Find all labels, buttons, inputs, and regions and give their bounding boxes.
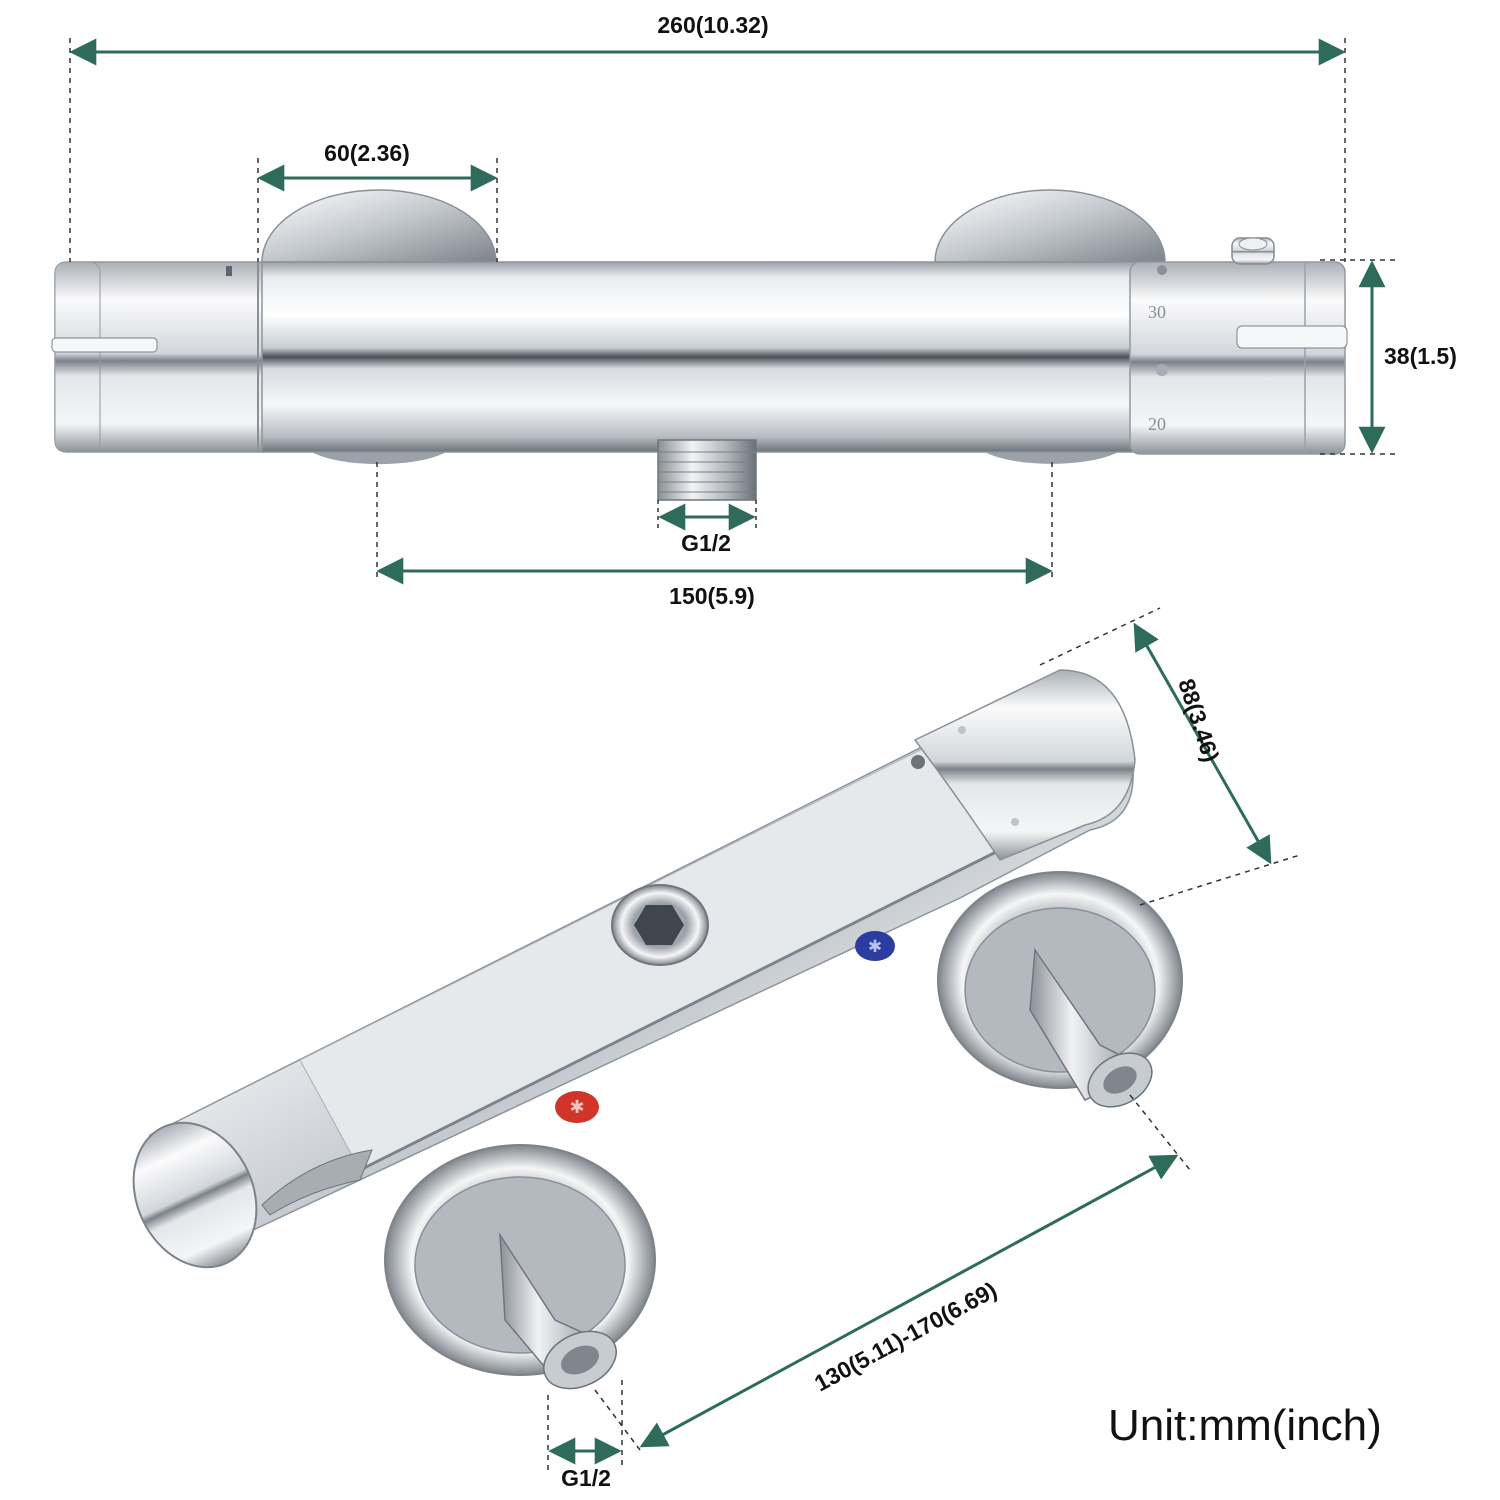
svg-text:✱: ✱ xyxy=(868,937,882,957)
safety-button xyxy=(1231,237,1275,265)
dimension-total-length: 260(10.32) xyxy=(69,12,1346,262)
perspective-view: ✱ ✱ 88(3.46) xyxy=(132,607,1382,1491)
label-depth: 88(3.46) xyxy=(1173,676,1224,766)
label-outlet-thread: G1/2 xyxy=(681,530,731,556)
scale-mark-20: 20 xyxy=(1148,414,1166,434)
unit-note: Unit:mm(inch) xyxy=(1108,1401,1382,1450)
left-control-knob xyxy=(51,261,276,453)
dimension-center-distance: 150(5.9) xyxy=(376,462,1053,609)
perspective-thermostat-cap xyxy=(911,669,1136,861)
right-inlet-connector xyxy=(937,871,1183,1108)
label-center-distance: 150(5.9) xyxy=(669,583,755,609)
scale-dot-high xyxy=(1157,265,1167,275)
top-view: 30 20 260(10.32) 60( xyxy=(51,12,1457,609)
scale-mark-30: 30 xyxy=(1148,302,1166,322)
label-total-length: 260(10.32) xyxy=(657,12,768,38)
cold-marker: ✱ xyxy=(855,931,895,961)
dimension-body-diameter: 38(1.5) xyxy=(1320,259,1457,455)
label-flange-diameter: 60(2.36) xyxy=(324,140,410,166)
right-wall-flange xyxy=(934,189,1166,464)
left-inlet-connector xyxy=(384,1144,656,1390)
hot-marker: ✱ xyxy=(555,1091,599,1123)
label-inlet-range: 130(5.11)-170(6.69) xyxy=(810,1277,1001,1397)
outlet-thread xyxy=(657,439,757,501)
dimension-flange-diameter: 60(2.36) xyxy=(257,140,498,262)
thermostat-dot-bottom xyxy=(1011,818,1019,826)
thermostat-dot-top xyxy=(958,726,966,734)
perspective-left-cap xyxy=(132,1121,373,1269)
svg-text:✱: ✱ xyxy=(569,1097,584,1118)
safety-button-perspective xyxy=(911,755,925,769)
thermostat-knob: 30 20 xyxy=(1129,261,1348,455)
scale-dot-low xyxy=(1156,364,1168,376)
perspective-outlet xyxy=(611,884,709,966)
label-body-diameter: 38(1.5) xyxy=(1384,343,1457,369)
dimension-inlet-thread: G1/2 xyxy=(547,1380,623,1491)
dimension-outlet-thread: G1/2 xyxy=(657,500,757,556)
main-body xyxy=(261,261,1138,453)
dimension-inlet-range: 130(5.11)-170(6.69) xyxy=(594,1094,1191,1451)
label-inlet-thread: G1/2 xyxy=(561,1465,611,1491)
